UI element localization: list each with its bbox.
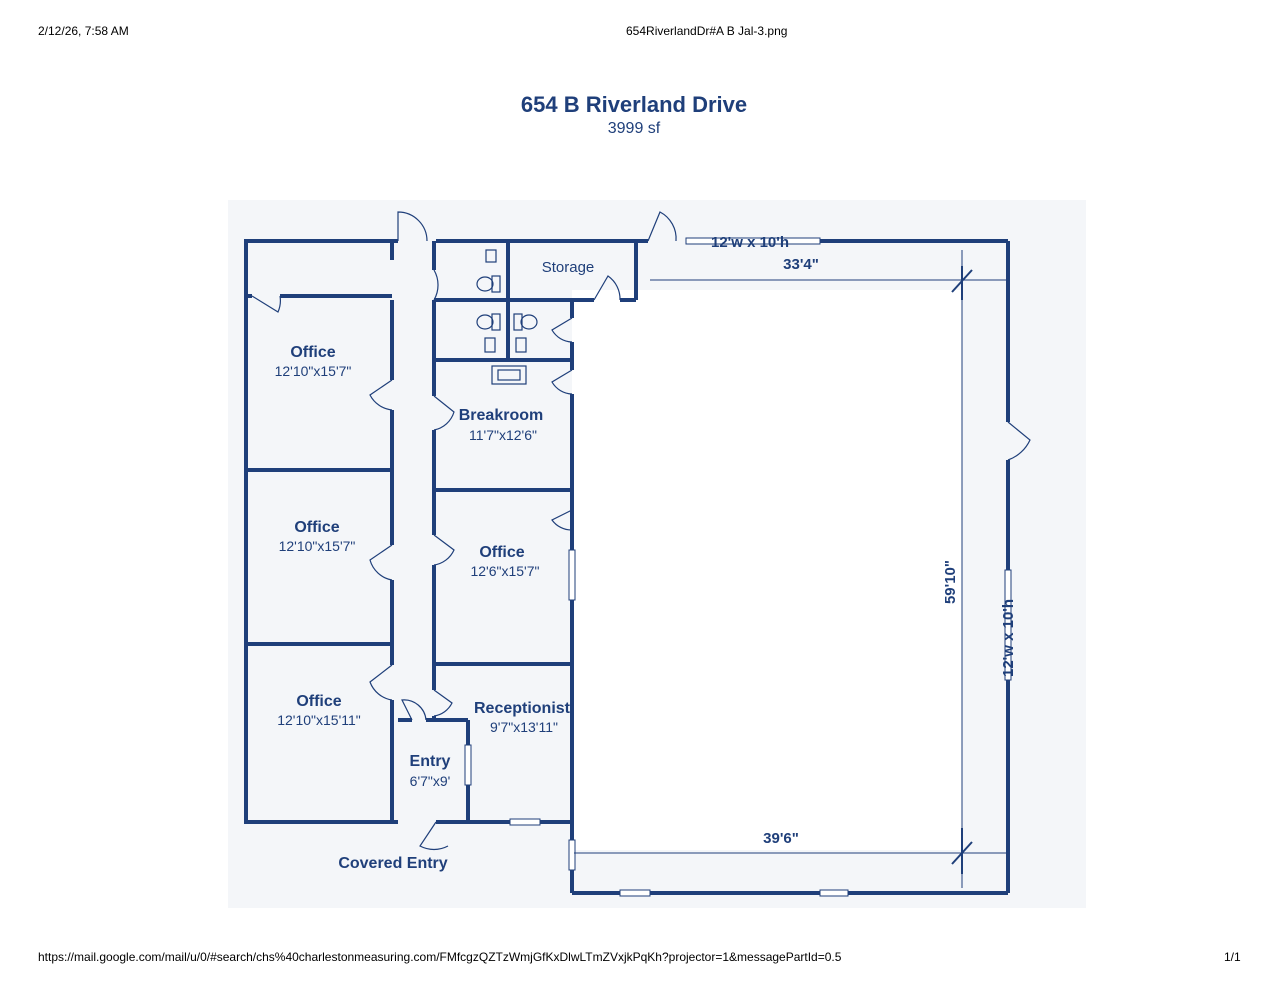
- door-warehouse-side: [568, 839, 576, 871]
- room-office-3-name: Office: [296, 693, 341, 710]
- room-breakroom-dim: 11'7"x12'6": [469, 427, 537, 443]
- toilet-icon: [476, 276, 494, 292]
- covered-entry-label: Covered Entry: [338, 855, 447, 872]
- plumbing-fixtures: [476, 249, 538, 385]
- outer-wall-left: [244, 239, 398, 824]
- window-entry: [464, 744, 472, 786]
- toilet-icon: [476, 314, 494, 330]
- dim-right-door: 12'w x 10'h: [1000, 599, 1017, 677]
- print-filename: 654RiverlandDr#A B Jal-3.png: [626, 24, 788, 38]
- room-breakroom-name: Breakroom: [459, 407, 543, 424]
- sink-icon: [485, 249, 497, 263]
- door-swing-top-corridor: [397, 211, 428, 242]
- window-receptionist: [509, 818, 541, 826]
- room-office-2-name: Office: [294, 519, 339, 536]
- dim-top-width: 33'4": [783, 256, 819, 273]
- window-bottom-2: [819, 889, 849, 897]
- warehouse-floor: [572, 290, 962, 850]
- print-datetime: 2/12/26, 7:58 AM: [38, 24, 129, 38]
- plan-title: 654 B Riverland Drive: [520, 92, 748, 117]
- room-entry-name: Entry: [410, 753, 451, 770]
- room-office-1-dim: 12'10"x15'7": [275, 363, 352, 379]
- walls: [244, 239, 1010, 895]
- window-bottom-1: [619, 889, 651, 897]
- toilet-icon: [520, 314, 538, 330]
- room-receptionist-dim: 9'7"x13'11": [490, 719, 558, 735]
- dimension-lines: [574, 250, 1006, 888]
- sink-icon: [515, 337, 527, 353]
- room-office-3-dim: 12'10"x15'11": [277, 712, 361, 728]
- room-office-1-name: Office: [290, 344, 335, 361]
- dim-height: 59'10": [942, 560, 959, 604]
- room-office-2-dim: 12'10"x15'7": [279, 538, 356, 554]
- sink-icon: [484, 337, 496, 353]
- overhead-door-top: [685, 237, 821, 245]
- sink-icon: [491, 365, 527, 385]
- window-office4: [568, 549, 576, 601]
- overhead-door-right: [1004, 569, 1012, 681]
- openings: [464, 237, 1012, 897]
- room-office-4-name: Office: [479, 544, 524, 561]
- dim-bottom-width: 39'6": [763, 830, 799, 847]
- plan-area: 3999 sf: [607, 120, 661, 137]
- door-swings: [251, 211, 1031, 850]
- room-receptionist-name: Receptionist: [474, 700, 571, 717]
- print-page-number: 1/1: [1224, 950, 1241, 964]
- room-office-4-dim: 12'6"x15'7": [470, 563, 539, 579]
- dim-top-door: 12'w x 10'h: [711, 234, 789, 251]
- room-storage-name: Storage: [542, 259, 595, 276]
- print-url: https://mail.google.com/mail/u/0/#search…: [38, 950, 842, 964]
- room-entry-dim: 6'7"x9': [410, 773, 451, 789]
